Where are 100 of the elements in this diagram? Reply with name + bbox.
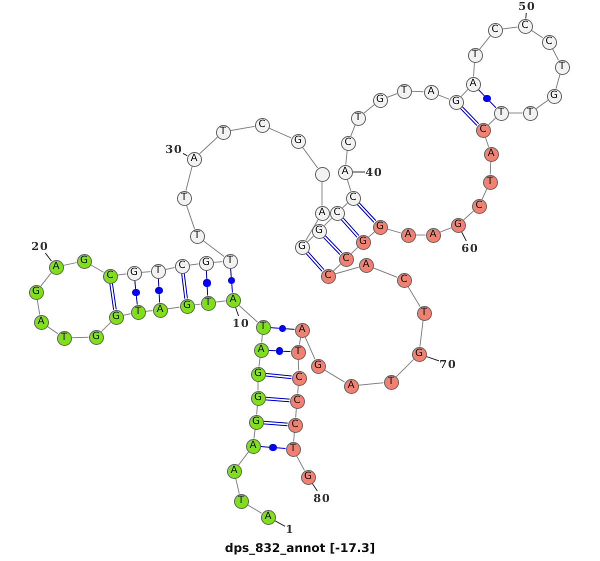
position-number: 30	[165, 142, 183, 156]
nucleotide-circle: A	[260, 510, 276, 524]
nucleotide-circle: A	[152, 302, 168, 318]
leader-line	[426, 356, 440, 362]
backbone-line	[419, 320, 424, 348]
nucleotide-circle: A	[246, 438, 260, 454]
base-pair-bond	[158, 294, 160, 303]
backbone-line	[258, 356, 261, 368]
backbone-line	[386, 228, 402, 234]
nucleotide-circle: G	[126, 266, 142, 280]
base-pair-bond	[262, 420, 288, 426]
base-pair-bond	[340, 217, 360, 238]
base-pair-bond	[109, 282, 117, 310]
nucleotide-circle: T	[350, 110, 366, 126]
nucleotide-circle: G	[312, 224, 326, 238]
base-pair-bond	[282, 350, 291, 352]
base-pair-bond	[489, 100, 496, 108]
nucleotide-circle: T	[150, 264, 166, 278]
nucleotide-circle: G	[180, 298, 194, 314]
nucleotide-circle: T	[256, 320, 270, 334]
backbone-line	[261, 334, 263, 344]
nucleotide-circle: T	[468, 48, 482, 62]
position-number: 80	[313, 491, 331, 505]
backbone-line	[324, 369, 346, 383]
nucleotide-circle: A	[254, 342, 268, 358]
nucleotide-circle: C	[472, 198, 486, 214]
nucleotide-circle: T	[384, 374, 398, 390]
backbone-line	[202, 240, 225, 257]
backbone-line	[293, 432, 295, 442]
nucleotide-circle: G	[546, 88, 562, 104]
backbone-line	[552, 48, 560, 61]
base-pair-bond	[478, 88, 485, 96]
nucleotide-circle: G	[372, 92, 388, 108]
base-pair-bond	[268, 350, 276, 352]
nucleotide-circle: G	[250, 390, 266, 406]
backbone-line	[490, 161, 492, 175]
base-pair-bond	[286, 328, 296, 330]
backbone-line	[246, 504, 262, 514]
backbone-line	[235, 478, 240, 494]
nucleotide-circle: G	[356, 234, 370, 250]
base-pair-bond	[158, 278, 160, 288]
nucleotide-circle: C	[102, 268, 118, 284]
backbone-line	[230, 126, 256, 132]
base-pair-dot	[269, 444, 277, 452]
backbone-line	[144, 310, 154, 312]
nucleotide-circle: A	[48, 260, 64, 274]
nucleotide-circle: A	[34, 314, 48, 330]
backbone-line	[439, 227, 452, 233]
nucleotide-circle: G	[310, 358, 326, 374]
base-pair-bond	[136, 296, 138, 306]
backbone-line	[90, 264, 104, 273]
backbone-line	[358, 382, 384, 386]
backbone-line	[345, 150, 348, 166]
nucleotide-circle: T	[190, 228, 204, 244]
backbone-line	[212, 261, 224, 263]
backbone-line	[295, 408, 297, 418]
backbone-line	[36, 298, 40, 316]
leader-line	[274, 520, 286, 527]
nucleotide-circle: G	[412, 346, 426, 362]
backbone-line	[484, 136, 490, 148]
backbone-line	[256, 404, 258, 416]
nucleotide-circle: G	[290, 134, 306, 148]
nucleotide-circle: A	[294, 322, 310, 338]
nucleotide-circle: T	[396, 84, 412, 98]
leader-line	[182, 153, 188, 156]
base-pair-dot	[132, 288, 140, 296]
nucleotide-circle: G	[198, 256, 214, 270]
nucleotide-circle: T	[522, 106, 538, 120]
nucleotide-circle: T	[222, 254, 238, 268]
backbone-line	[100, 322, 112, 332]
nucleotide-circle: C	[346, 190, 360, 206]
base-pair-bond	[206, 286, 208, 296]
backbone-line	[372, 267, 398, 278]
base-pair-bond	[276, 447, 286, 449]
nucleotide-circle: C	[396, 272, 412, 288]
nucleotide-circle: A	[484, 146, 498, 162]
nucleotide-circle: G	[300, 470, 316, 484]
nucleotide-circle: A	[344, 378, 358, 394]
nucleotide-circle: G	[88, 330, 104, 344]
nucleotide-circle: T	[216, 124, 230, 140]
nucleotide-circle: C	[488, 22, 502, 38]
base-pair-dot	[203, 279, 211, 287]
nucleotide-circle: A	[338, 164, 352, 180]
nucleotide-circle: C	[292, 370, 306, 386]
nucleotide-circle: C	[542, 34, 556, 50]
nucleotide-circle: T	[56, 330, 72, 346]
backbone-line	[298, 336, 302, 346]
base-pair-bond	[181, 272, 188, 300]
nucleotide-circle: T	[130, 304, 146, 320]
backbone-line	[460, 88, 468, 98]
nucleotide-circle: C	[174, 258, 190, 274]
base-pair-bond	[264, 396, 290, 402]
backbone-line	[298, 359, 300, 371]
base-pair-bond	[231, 284, 233, 294]
backbone-line	[194, 304, 202, 306]
base-pair-dot	[155, 286, 163, 294]
nucleotide-circle: A	[400, 228, 416, 242]
backbone-line	[268, 128, 292, 138]
nucleotide-circle: T	[416, 306, 432, 320]
base-pair-dot	[483, 94, 491, 102]
